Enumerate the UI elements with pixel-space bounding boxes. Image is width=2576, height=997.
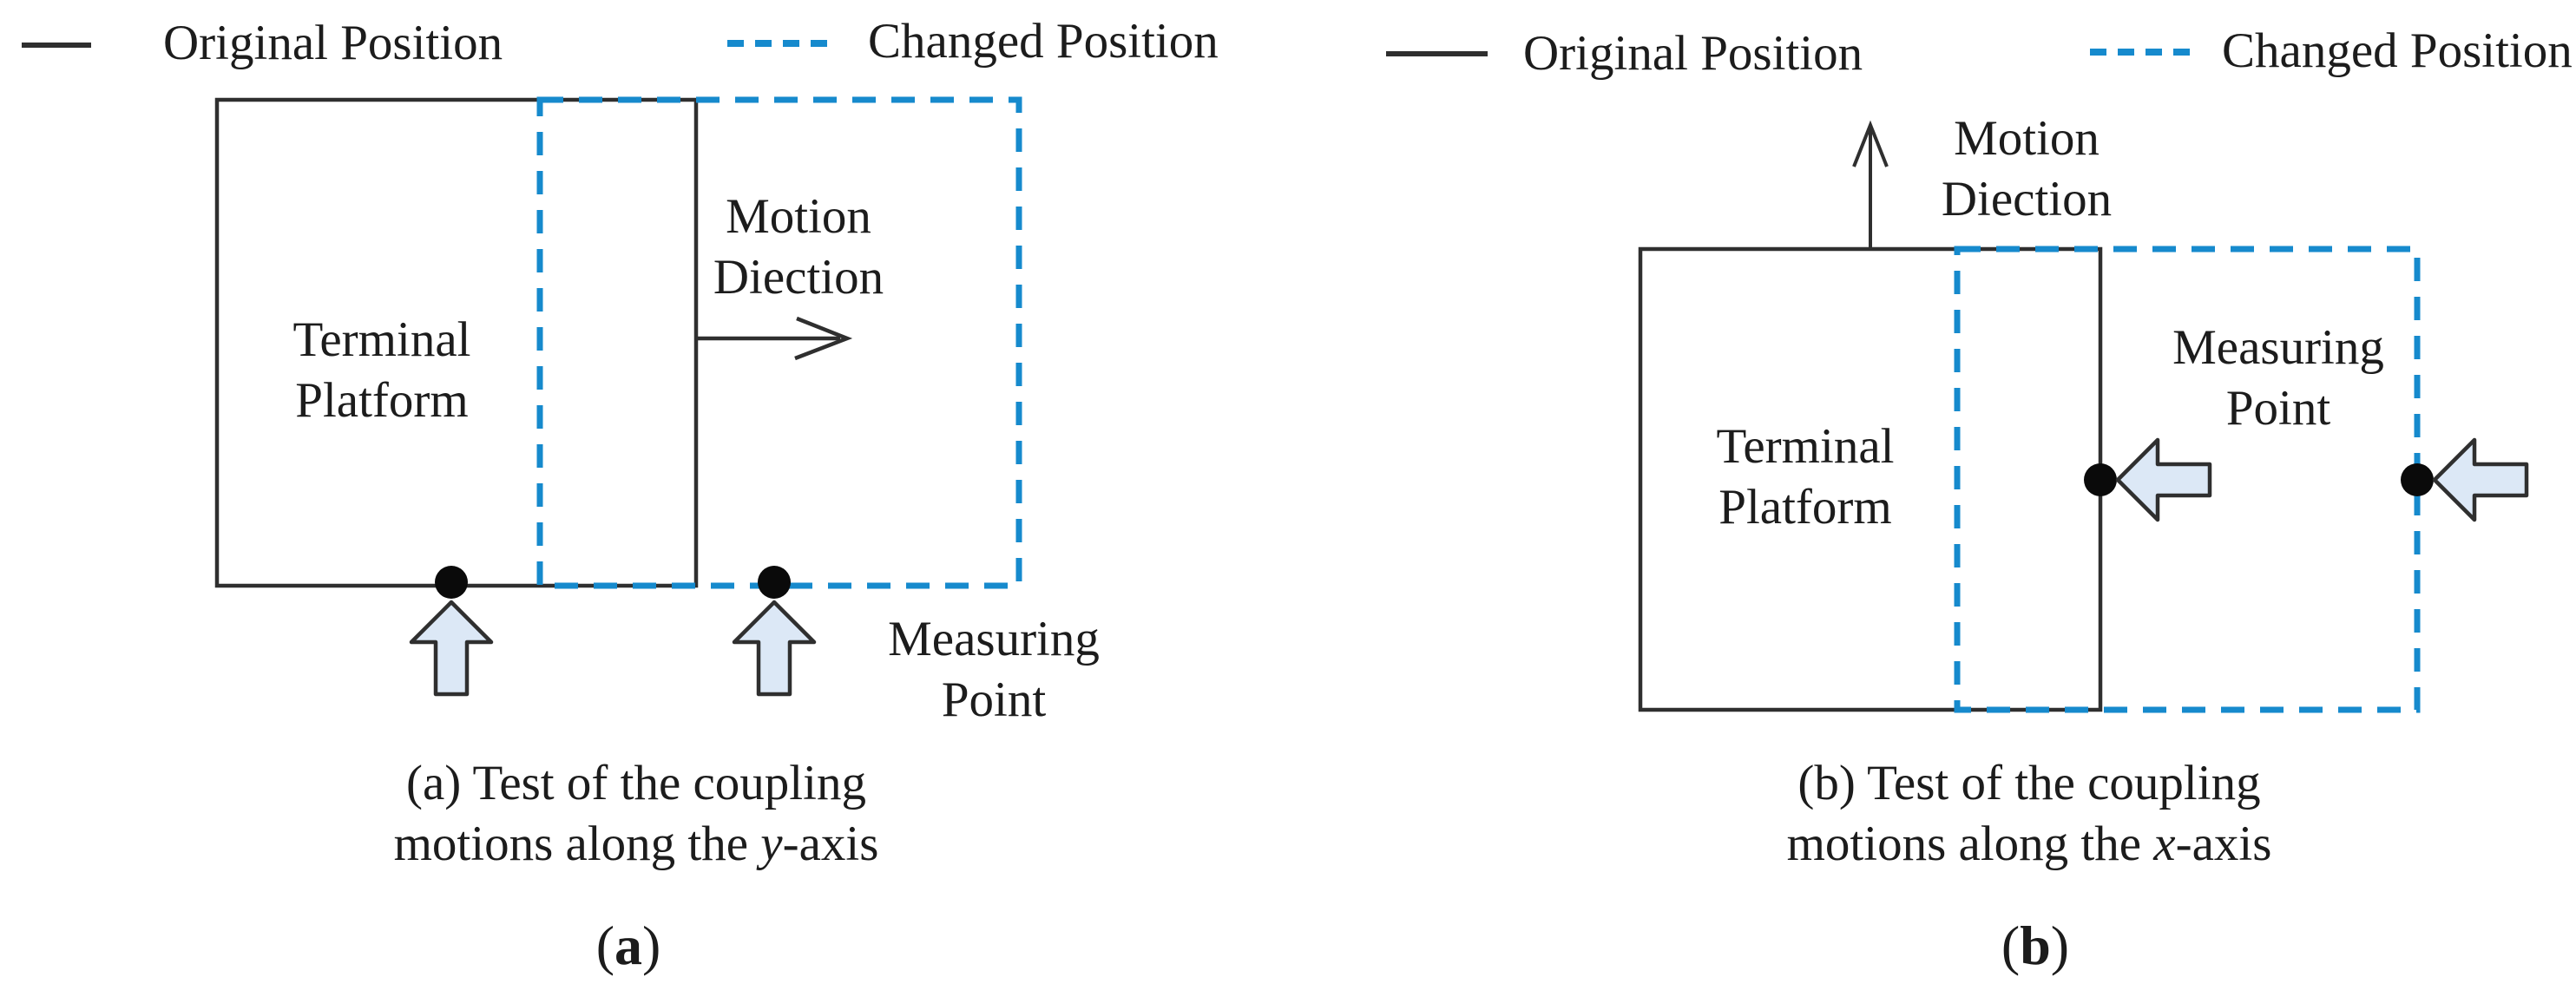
caption-a-axis-letter: y [760,817,783,871]
motion-direction-label-b-line2: Diection [1941,172,2113,226]
terminal-platform-label-a: Terminal Platform [293,310,471,431]
caption-a: (a) Test of the coupling motions along t… [394,753,879,875]
caption-a-line1: (a) Test of the coupling [406,756,866,810]
panel-tag-a-close: ) [642,915,661,976]
legend-changed-label-a: Changed Position [868,14,1219,69]
measuring-point-dot-b-changed [2401,463,2434,496]
panel-b-shapes [1386,49,2529,713]
motion-direction-label-b: Motion Diection [1942,108,2112,230]
changed-position-rect-a [536,96,1022,589]
panel-tag-b-open: ( [2001,915,2021,976]
measuring-point-label-b: Measuring Point [2172,318,2384,439]
caption-a-line2-suffix: -axis [782,817,879,871]
motion-direction-label-a: Motion Diection [713,187,884,308]
probe-up-arrow-icon-a-original [409,600,494,697]
motion-arrow-head-icon-b [1852,120,1889,167]
caption-a-line2-prefix: motions along the [393,817,761,871]
motion-direction-label-a-line1: Motion [726,189,871,244]
measuring-point-label-a-line1: Measuring [888,612,1100,666]
legend-original-label-b: Original Position [1523,26,1863,81]
caption-b-line2-prefix: motions along the [1786,817,2154,871]
motion-direction-label-a-line2: Diection [713,250,884,305]
panel-tag-a-letter: a [614,915,642,976]
caption-b-line2-suffix: -axis [2175,817,2272,871]
terminal-platform-label-b-line1: Terminal [1716,419,1895,474]
panel-a-shapes [22,40,1022,697]
panel-tag-b-letter: b [2020,915,2051,976]
probe-left-arrow-icon-b-changed [2432,437,2529,522]
terminal-platform-label-a-line2: Platform [295,373,469,428]
measuring-point-dot-b-original [2084,463,2117,496]
changed-position-rect-b [1954,246,2421,713]
measuring-point-label-a: Measuring Point [888,609,1100,731]
probe-up-arrow-icon-a-changed [732,600,817,697]
panel-tag-a: (a) [596,918,661,974]
motion-direction-label-b-line1: Motion [1954,111,2100,166]
legend-changed-label-b: Changed Position [2222,23,2573,78]
caption-b-line2: motions along the x-axis [1787,814,2272,875]
caption-b-line1: (b) Test of the coupling [1797,756,2261,810]
caption-b: (b) Test of the coupling motions along t… [1787,753,2272,875]
panel-tag-b: (b) [2001,918,2069,974]
caption-b-axis-letter: x [2153,817,2176,871]
caption-a-line2: motions along the y-axis [394,814,879,875]
measuring-point-label-b-line2: Point [2225,381,2331,436]
measuring-point-label-b-line1: Measuring [2172,320,2384,375]
panel-tag-a-open: ( [595,915,614,976]
probe-left-arrow-icon-b-original [2115,437,2212,522]
legend-original-label-a: Original Position [163,16,503,70]
terminal-platform-label-b-line2: Platform [1718,480,1892,535]
measuring-point-label-a-line2: Point [941,672,1047,727]
terminal-platform-label-a-line1: Terminal [292,312,471,367]
panel-tag-b-close: ) [2050,915,2070,976]
measuring-point-dot-a-changed [758,566,791,599]
measuring-point-dot-a-original [435,566,468,599]
terminal-platform-label-b: Terminal Platform [1717,417,1895,538]
motion-arrow-head-icon-a [794,316,853,361]
